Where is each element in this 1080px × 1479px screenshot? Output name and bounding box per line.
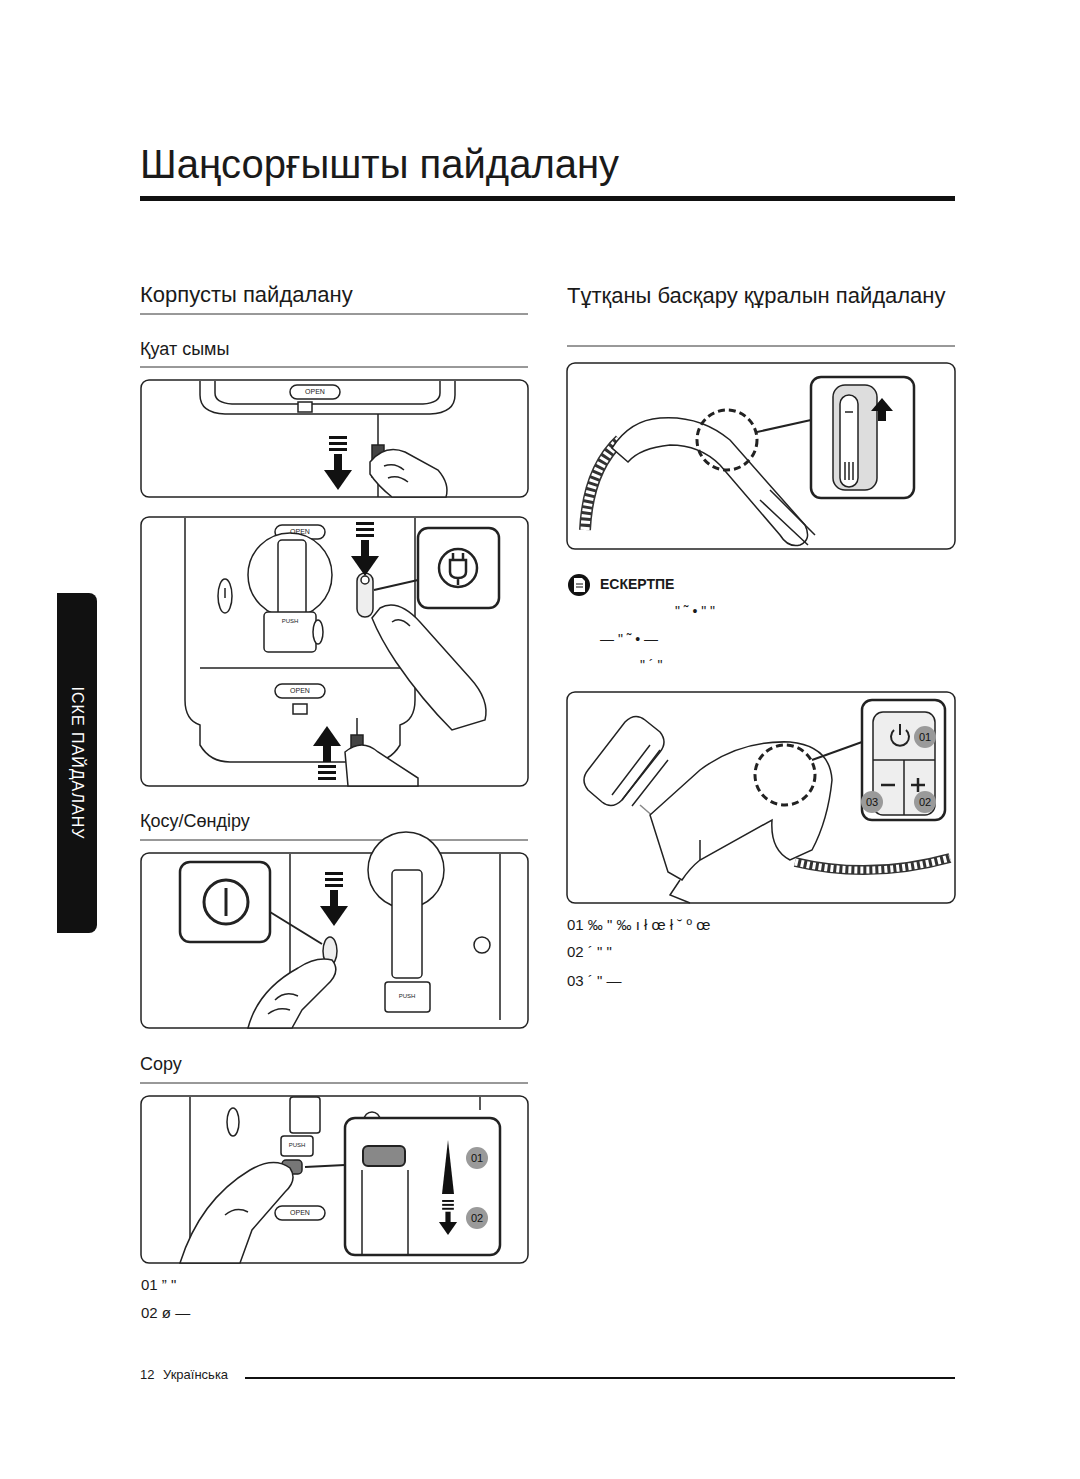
step-text: 01 ” " [141,1276,176,1294]
section-heading: Корпусты пайдалану [140,282,353,308]
callout-number: 01 [466,1147,488,1169]
part-label: PUSH [289,1142,306,1149]
step-text: 02 ´ " " [567,943,612,961]
suction-figure [180,1097,500,1263]
title-rule [140,196,955,201]
step-text: 02 ø — [141,1304,190,1322]
remote-figure [584,700,950,903]
callout-text: 01 [914,726,936,748]
switch-figure [180,832,500,1028]
note-text: " ´ " [640,657,662,674]
part-label: OPEN [290,1209,310,1217]
panels [141,363,955,1263]
callout-number: 02 [914,791,936,813]
page-title: Шаңсорғышты пайдалану [140,140,619,188]
callout-number: 01 [914,726,936,748]
subsection-heading: Қосу/Сөндіру [140,811,250,833]
footer-rule [245,1377,955,1379]
tab-text: ІСКЕ ПАЙДАЛАНУ [68,593,86,933]
step-text: 03 ´ " — [567,972,622,990]
handle-figure [585,377,914,546]
note-heading: ЕСКЕРТПЕ [600,576,674,593]
part-label: PUSH [282,618,299,625]
callout-text: 01 [466,1147,488,1169]
part-label: OPEN [305,388,325,396]
callout-number: 02 [466,1207,488,1229]
section-heading: Тұтқаны басқару құралын пайдалану [567,280,957,312]
subsection-heading: Қуат сымы [140,339,229,361]
body-figure [185,518,499,786]
part-label: OPEN [290,687,310,695]
part-label: PUSH [399,993,416,1000]
callout-text: 02 [466,1207,488,1229]
callout-text: 02 [914,791,936,813]
footer-language: Українська [163,1367,228,1383]
note-text: " ˜ • " " [675,603,715,620]
part-label: OPEN [290,528,310,536]
callout-text: 03 [861,791,883,813]
side-tab: ІСКЕ ПАЙДАЛАНУ [57,593,97,933]
subsection-heading: Сору [140,1054,182,1076]
step-text: 01 ‰ " ‰ ı ł œ ł ˘ º œ [567,916,710,934]
section-rules [140,314,955,1083]
callout-number: 03 [861,791,883,813]
cord-figure [200,381,455,497]
page-number: 12 [140,1367,154,1383]
up-arrow [871,398,893,421]
note-icon [568,574,590,596]
note-text: — " ˜ • — [600,631,658,648]
